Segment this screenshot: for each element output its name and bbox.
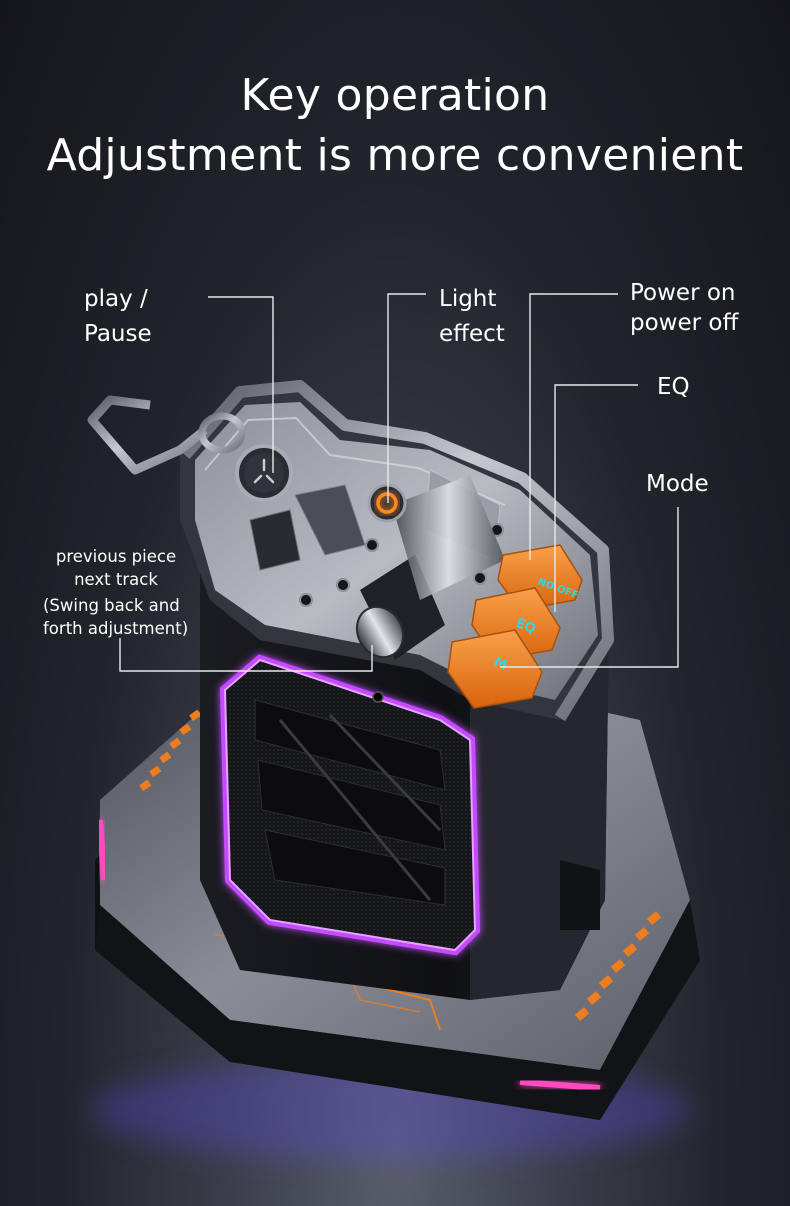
- callout-power: Power on power off: [630, 280, 739, 336]
- ring-light-icon: [376, 492, 398, 514]
- page-title-line-1: Key operation: [240, 70, 550, 121]
- page-title-line-2: Adjustment is more convenient: [46, 130, 744, 181]
- track-roller[interactable]: [348, 475, 505, 666]
- mode-key-label: M: [492, 655, 510, 674]
- callout-track-title: previous piece next track: [55, 547, 177, 590]
- callout-line-mode: [500, 507, 679, 668]
- crosshair-icon: [253, 458, 275, 484]
- callout-mode: Mode: [646, 471, 709, 497]
- carabiner-hook: [87, 395, 208, 475]
- callout-line-play-pause: [208, 296, 274, 473]
- callout-eq: EQ: [657, 374, 690, 400]
- play-pause-button[interactable]: [235, 444, 293, 502]
- callout-line-track: [119, 638, 373, 672]
- callout-line-power: [529, 293, 618, 560]
- base-orange-dots-right: [574, 911, 662, 1021]
- base-orange-dots-left: [139, 709, 202, 792]
- light-effect-button[interactable]: [367, 483, 407, 523]
- callout-play-pause: play / Pause: [84, 286, 152, 347]
- base-glow-strip-right: [519, 1079, 601, 1091]
- callout-line-eq: [554, 384, 638, 612]
- callout-line-light: [387, 293, 426, 503]
- base-glow-strip-left: [97, 819, 107, 881]
- callout-track-note: (Swing back and forth adjustment): [43, 596, 189, 639]
- callout-lines: [119, 293, 679, 672]
- callout-light-effect: Light effect: [439, 286, 505, 347]
- mode-key[interactable]: M: [447, 629, 543, 709]
- eq-key-label: EQ: [514, 616, 538, 637]
- power-key[interactable]: NO OFF: [497, 544, 583, 611]
